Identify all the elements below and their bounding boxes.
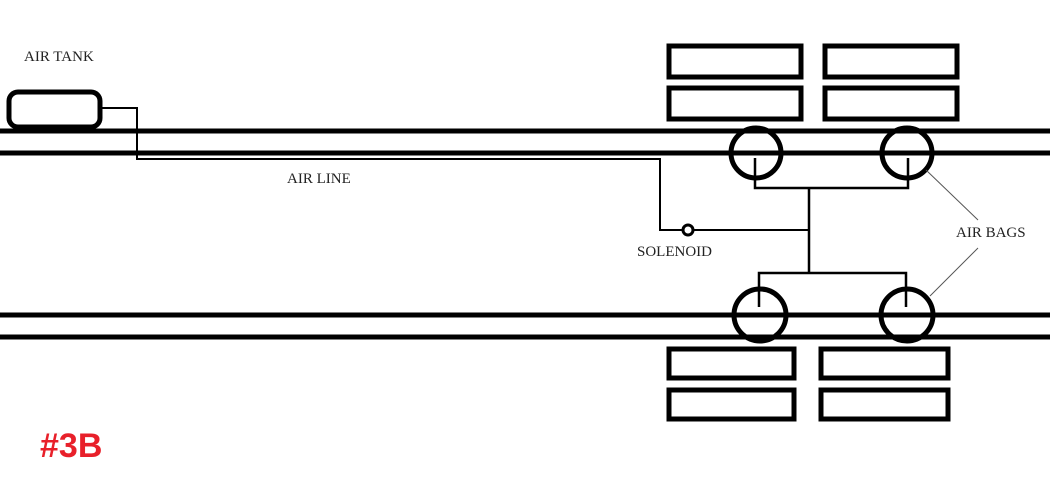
wheel (818, 387, 951, 422)
bottom-frame-rail (0, 312, 1050, 340)
distribution-lines (753, 158, 910, 307)
air-bag-front-left (728, 125, 784, 181)
wheel (666, 85, 804, 122)
wheel (822, 43, 960, 80)
air-bags-pointers (925, 169, 979, 297)
top-frame-rail (0, 128, 1050, 156)
figure-tag: #3B (40, 427, 102, 465)
wheel (666, 346, 797, 381)
air-line-label: AIR LINE (287, 171, 351, 187)
wheel (666, 43, 804, 80)
air-bag-rear-right (878, 286, 936, 344)
solenoid-label: SOLENOID (637, 244, 712, 260)
solenoid-valve (681, 223, 695, 237)
air-tank (6, 89, 103, 130)
wheel (822, 85, 960, 122)
air-line (100, 107, 809, 231)
air-bags-label: AIR BAGS (956, 225, 1026, 241)
air-tank-label: AIR TANK (24, 49, 94, 65)
air-bag-front-right (879, 125, 935, 181)
wheels (666, 43, 960, 422)
air-bag-rear-left (731, 286, 789, 344)
wheel (666, 387, 797, 422)
wheel (818, 346, 951, 381)
